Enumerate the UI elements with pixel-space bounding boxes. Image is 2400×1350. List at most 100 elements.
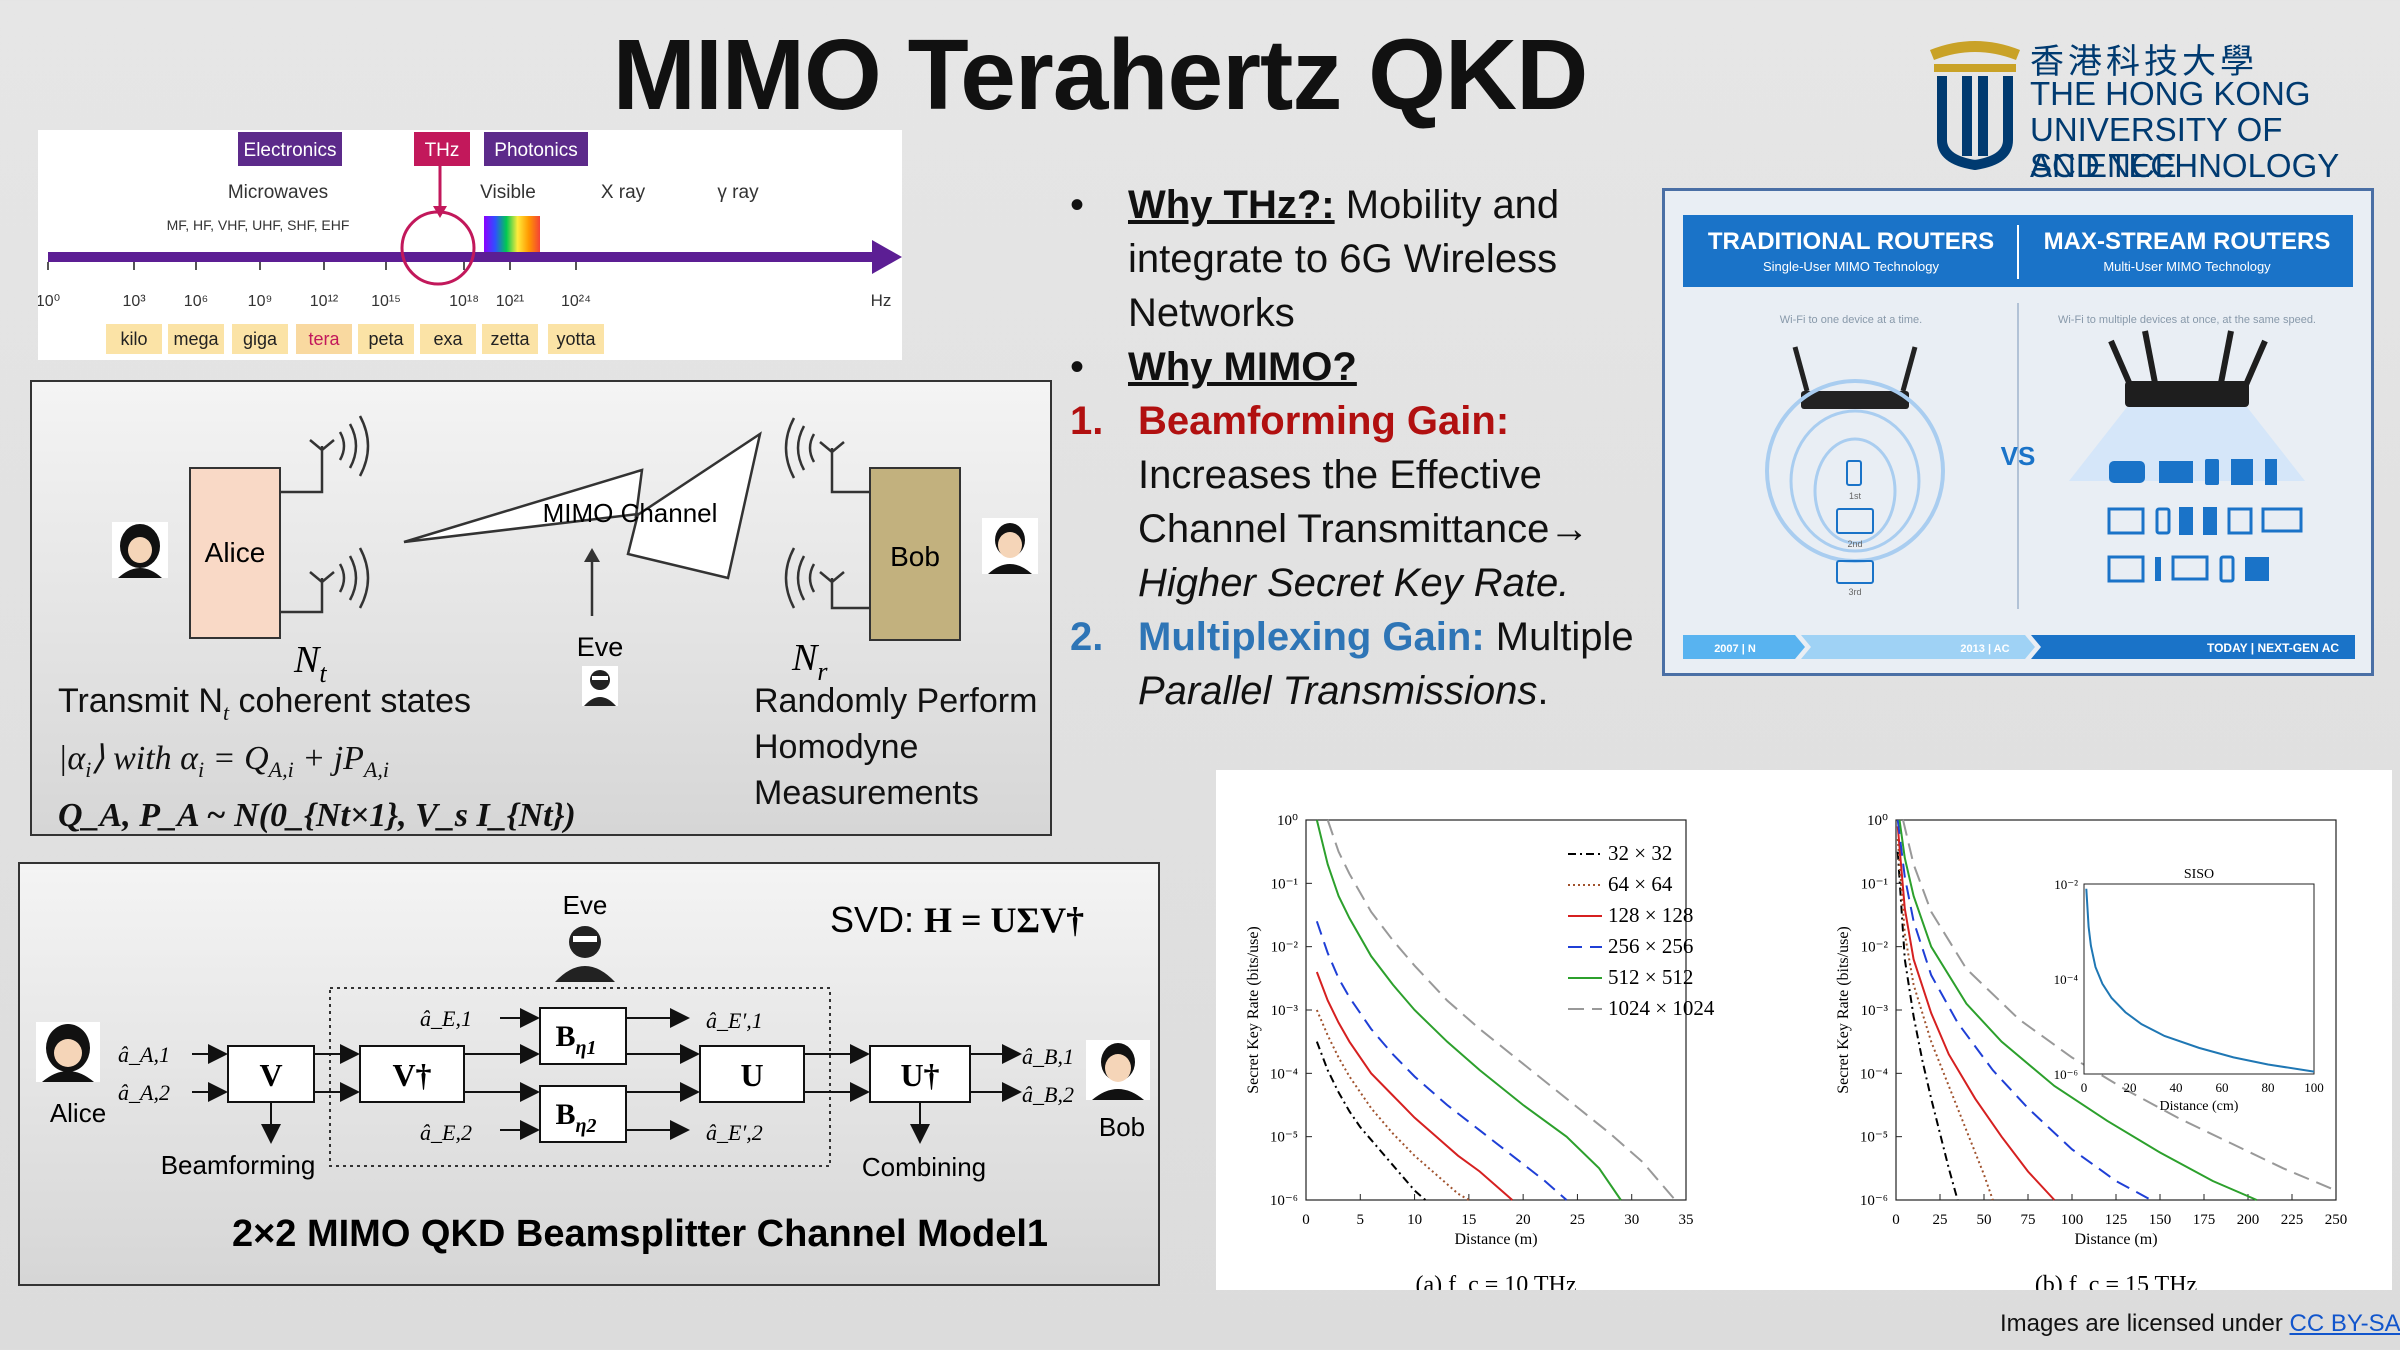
inset-frame (2083, 883, 2315, 1075)
vs-label: VS (2001, 441, 2036, 471)
nr-label: Nr (791, 637, 828, 686)
eve-label: Eve (577, 632, 624, 662)
rx-line1: Randomly Perform (754, 682, 1038, 720)
visible-band (484, 216, 540, 254)
spectrum-tick-label: 10⁹ (248, 293, 273, 310)
gamma-ray-label: γ ray (717, 182, 759, 203)
x-tick-label: 100 (2061, 1212, 2084, 1228)
inset-y-tick-label: 10⁻² (2054, 877, 2078, 892)
legend-label: 64 × 64 (1608, 872, 1673, 896)
eve-out-1-label: â_E′,1 (706, 1008, 763, 1033)
tx-eq-q: = Q (204, 739, 269, 777)
beamforming-text2: Channel Transmittance→ (1138, 507, 1590, 551)
mimo-channel-label: MIMO Channel (543, 498, 718, 528)
x-tick-label: 20 (1516, 1212, 1531, 1228)
timeline-2013-label: 2013 | AC (1960, 643, 2009, 655)
series-line-2 (1315, 971, 1513, 1201)
multi-user-devices-icon (2107, 459, 2303, 583)
alice-avatar-icon (112, 522, 168, 578)
eve-dotted-region (329, 987, 831, 1167)
bob-antenna-top-icon (784, 417, 872, 494)
spectrum-tick-label: 10²⁴ (561, 293, 591, 310)
tx-plus-jp: + jP (293, 739, 364, 777)
inset-x-tick-label: 40 (2170, 1080, 2183, 1095)
prefix-label: tera (308, 329, 340, 349)
prefix-label: exa (433, 329, 463, 349)
series-line-3 (1315, 921, 1568, 1201)
timeline-today (2031, 635, 2355, 659)
beamsplitter-model-panel: SVD: H = UΣV† Eve Alice â_A,1 â_A,2 V Be… (18, 862, 1160, 1286)
item-2-number: 2. (1070, 615, 1104, 659)
bullet-dot-1: • (1070, 183, 1085, 227)
hkust-logo: 香港科技大學 THE HONG KONG UNIVERSITY OF SCIEN… (1920, 30, 2380, 184)
series-line-4 (1315, 819, 1622, 1201)
tx-ket-sub: i (85, 756, 92, 782)
legend-label: 1024 × 1024 (1608, 996, 1715, 1020)
series-line-3 (1896, 819, 2152, 1201)
x-tick-label: 10 (1407, 1212, 1422, 1228)
eve-mode-2-label: â_E,2 (420, 1120, 472, 1145)
why-mimo-heading: Why MIMO? (1128, 345, 1357, 389)
u-dagger-label: U† (900, 1057, 939, 1093)
prefix-label: giga (243, 329, 278, 349)
y-tick-label: 10⁰ (1867, 813, 1888, 829)
traditional-routers-title: TRADITIONAL ROUTERS (1708, 228, 1994, 255)
plot-caption: (a) f_c = 10 THz (1415, 1272, 1576, 1290)
nt-label: Nt (293, 639, 327, 688)
y-tick-label: 10⁻⁴ (1270, 1066, 1298, 1082)
u-block-label: U (740, 1057, 763, 1093)
output-b2-label: â_B,2 (1022, 1082, 1074, 1107)
y-tick-label: 10⁻¹ (1271, 876, 1298, 892)
transmit-description: Transmit Nt coherent states |αi⟩ with αi… (58, 678, 576, 839)
inset-x-tick-label: 0 (2081, 1080, 2088, 1095)
spectrum-tick-label: 10¹⁸ (449, 293, 479, 310)
eve-hacker-icon (582, 666, 618, 706)
y-tick-label: 10⁻⁵ (1860, 1130, 1888, 1146)
spectrum-tick-label: 10¹² (310, 293, 339, 310)
multiplexing-line1: Multiplexing Gain: Multiple (1138, 615, 1634, 659)
device-label-3rd: 3rd (1848, 587, 1861, 597)
visible-label: Visible (480, 182, 536, 203)
prefix-box (420, 324, 476, 354)
cc-by-sa-link[interactable]: CC BY-SA (2289, 1310, 2400, 1337)
alice-avatar-icon-2 (36, 1022, 100, 1082)
spectrum-tick-label: 10³ (122, 293, 146, 310)
x-tick-label: 0 (1302, 1212, 1310, 1228)
y-tick-label: 10⁰ (1277, 813, 1298, 829)
thz-label: THz (425, 140, 460, 161)
device-label-1st: 1st (1849, 491, 1862, 501)
x-tick-label: 225 (2281, 1212, 2304, 1228)
y-axis-label: Secret Key Rate (bits/use) (1835, 926, 1852, 1094)
prefix-box (296, 324, 352, 354)
combining-label: Combining (862, 1152, 986, 1182)
series-line-2 (1896, 826, 2056, 1201)
prefix-label: zetta (490, 329, 530, 349)
beamsplitter-2-label: Bη2 (556, 1098, 597, 1137)
x-tick-label: 175 (2193, 1212, 2216, 1228)
thz-tag (414, 132, 470, 166)
bob-label: Bob (890, 541, 940, 572)
tx-distribution-eq: Q_A, P_A ~ N(0_{Nt×1}, V_s I_{Nt}) (58, 796, 576, 834)
alice-antenna-top-icon (280, 415, 370, 494)
x-tick-label: 50 (1977, 1212, 1992, 1228)
license-credit: Images are licensed under CC BY-SA (2000, 1310, 2400, 1338)
series-line-5 (1326, 819, 1676, 1201)
spectrum-tick-label: 10¹⁵ (371, 293, 401, 310)
tx-q-sub: A,i (268, 756, 294, 782)
x-tick-label: 5 (1357, 1212, 1365, 1228)
inset-x-tick-label: 20 (2124, 1080, 2137, 1095)
y-tick-label: 10⁻² (1861, 940, 1889, 956)
beamsplitter-1-label: Bη1 (556, 1020, 597, 1059)
alice-label: Alice (205, 537, 266, 568)
why-thz-line1: Why THz?: Mobility and (1128, 183, 1560, 227)
bob-avatar-icon (982, 518, 1038, 574)
x-tick-label: 30 (1624, 1212, 1639, 1228)
timeline-2007 (1683, 635, 1805, 659)
prefix-box (106, 324, 162, 354)
thz-highlight-circle (400, 210, 476, 286)
prefix-box (482, 324, 538, 354)
beamforming-gain-heading: Beamforming Gain: (1138, 399, 1510, 443)
svd-label: SVD: H = UΣV† (830, 899, 1084, 940)
